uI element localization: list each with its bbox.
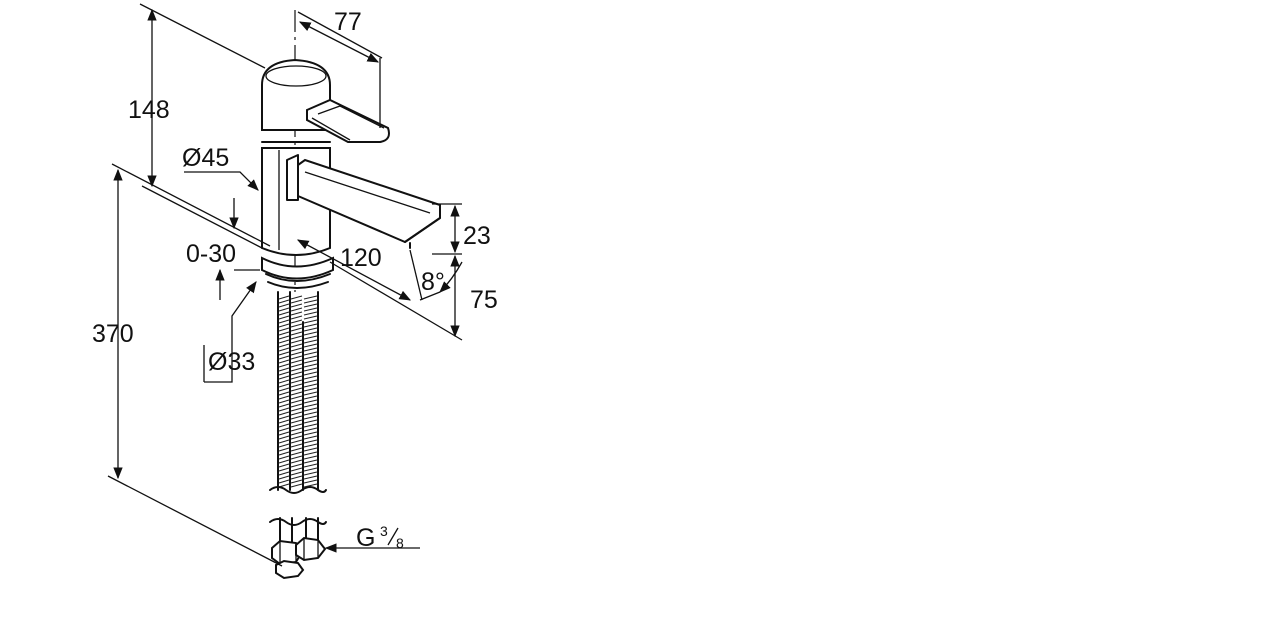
hex-fittings [271,536,327,580]
label-148: 148 [128,96,170,124]
label-d45: Ø45 [182,144,229,172]
lever-handle [306,98,390,143]
label-g38: G 3 8 [356,523,404,552]
dim-d33-leader [204,281,257,383]
svg-text:8: 8 [396,535,404,551]
svg-text:G: G [356,524,375,552]
label-23: 23 [463,222,491,250]
dim-8deg-arc [439,261,463,293]
supply-hose [269,291,327,546]
label-8deg: 8° [421,268,445,296]
label-0-30: 0-30 [186,240,236,268]
label-120: 120 [340,244,382,272]
dim-77-line [298,21,380,63]
label-77: 77 [334,8,362,36]
dim-d45-leader [184,171,259,191]
dim-120-line [296,239,412,301]
label-d33: Ø33 [208,348,255,376]
spout [286,154,441,249]
svg-text:3: 3 [380,523,388,539]
label-75: 75 [470,286,498,314]
label-370: 370 [92,320,134,348]
